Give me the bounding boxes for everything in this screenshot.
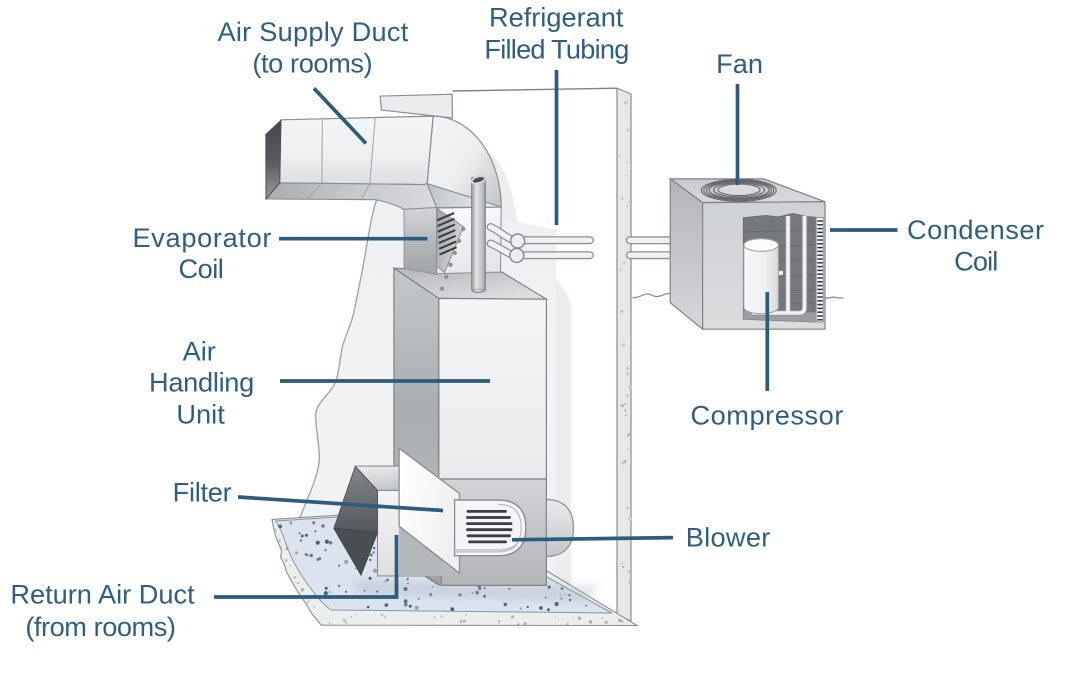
svg-text:Air: Air <box>183 335 216 366</box>
svg-text:Handling: Handling <box>149 367 254 398</box>
svg-text:Coil: Coil <box>178 253 223 284</box>
svg-text:Unit: Unit <box>176 399 225 430</box>
svg-text:Compressor: Compressor <box>690 399 843 430</box>
svg-text:Air Supply Duct: Air Supply Duct <box>217 16 408 47</box>
svg-text:Fan: Fan <box>716 48 763 79</box>
svg-text:Refrigerant: Refrigerant <box>489 2 624 33</box>
svg-text:Filter: Filter <box>173 477 232 508</box>
svg-text:Evaporator: Evaporator <box>133 222 273 253</box>
svg-text:Condenser: Condenser <box>907 214 1045 245</box>
svg-text:(to rooms): (to rooms) <box>252 48 372 79</box>
svg-text:Coil: Coil <box>954 245 997 276</box>
svg-text:Blower: Blower <box>686 522 771 553</box>
svg-text:Return Air Duct: Return Air Duct <box>10 578 195 609</box>
svg-text:(from rooms): (from rooms) <box>25 611 175 642</box>
svg-text:Filled Tubing: Filled Tubing <box>484 34 628 65</box>
